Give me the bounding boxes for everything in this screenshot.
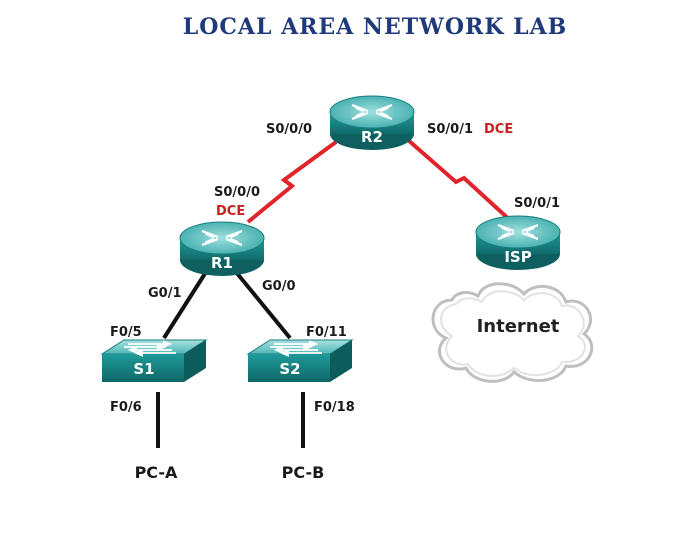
serial-link-r1-r2 (246, 140, 338, 224)
dce-label-r1: DCE (216, 204, 245, 219)
port-label-r2-s001: S0/0/1 (427, 122, 473, 137)
device-label-r1: R1 (211, 254, 233, 272)
pc-b[interactable]: PC-B (282, 463, 325, 482)
port-label-r1-g01: G0/1 (148, 286, 182, 301)
router-isp[interactable]: ISP (476, 216, 560, 270)
port-label-s2-f011: F0/11 (306, 325, 347, 340)
port-label-r1-s000: S0/0/0 (214, 185, 260, 200)
cloud-label: Internet (477, 316, 560, 337)
port-label-s2-f018: F0/18 (314, 400, 355, 415)
device-label-pc-b: PC-B (282, 463, 325, 482)
ethernet-link-r1-s1 (162, 270, 208, 340)
device-label-s1: S1 (133, 360, 154, 378)
internet-cloud: Internet (431, 282, 594, 383)
pc-a[interactable]: PC-A (135, 463, 178, 482)
router-r1[interactable]: R1 (180, 222, 264, 276)
port-label-isp-s001: S0/0/1 (514, 196, 560, 211)
switch-s2[interactable]: S2 (247, 339, 353, 383)
device-label-s2: S2 (279, 360, 300, 378)
port-label-r1-g00: G0/0 (262, 279, 296, 294)
port-label-r2-s000: S0/0/0 (266, 122, 312, 137)
page-title: LOCAL AREA NETWORK LAB (183, 14, 568, 40)
cloud-icon (431, 282, 594, 383)
device-label-isp: ISP (504, 248, 531, 266)
switch-s1[interactable]: S1 (101, 339, 207, 383)
device-label-pc-a: PC-A (135, 463, 178, 482)
port-label-s1-f05: F0/5 (110, 325, 142, 340)
device-label-r2: R2 (361, 128, 383, 146)
dce-label-r2: DCE (484, 122, 513, 137)
port-label-s1-f06: F0/6 (110, 400, 142, 415)
serial-link-r2-isp (406, 138, 514, 224)
router-r2[interactable]: R2 (330, 96, 414, 150)
ethernet-link-r1-s2 (234, 270, 292, 340)
